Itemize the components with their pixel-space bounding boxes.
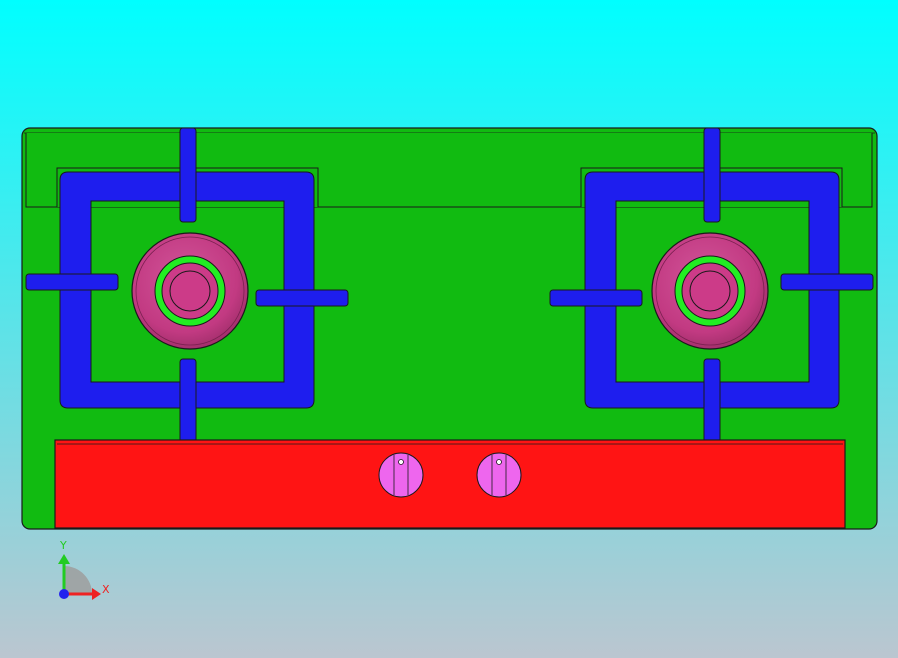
- grate-prong-bottom-right: [703, 358, 721, 454]
- grate-prong-inner-right: [549, 289, 643, 307]
- axis-y-label: Y: [60, 539, 67, 552]
- control-knob-right[interactable]: [476, 452, 522, 498]
- axis-x-label: X: [102, 583, 110, 596]
- grate-prong-bottom-left: [179, 358, 197, 454]
- triad-quadrant: [64, 566, 92, 594]
- grate-prong-top-right: [703, 127, 721, 223]
- triad-origin: [59, 589, 69, 599]
- control-panel[interactable]: [54, 439, 846, 529]
- grate-prong-outer-left: [25, 273, 119, 291]
- grate-prong-top-left: [179, 127, 197, 223]
- burner-grate-right[interactable]: [549, 127, 874, 454]
- burner-grate-left[interactable]: [25, 127, 349, 454]
- grate-prong-outer-right: [780, 273, 874, 291]
- axis-triad: [58, 554, 101, 600]
- grate-prong-inner-left: [255, 289, 349, 307]
- control-knob-left[interactable]: [378, 452, 424, 498]
- burner-left[interactable]: [131, 232, 249, 350]
- burner-right[interactable]: [651, 232, 769, 350]
